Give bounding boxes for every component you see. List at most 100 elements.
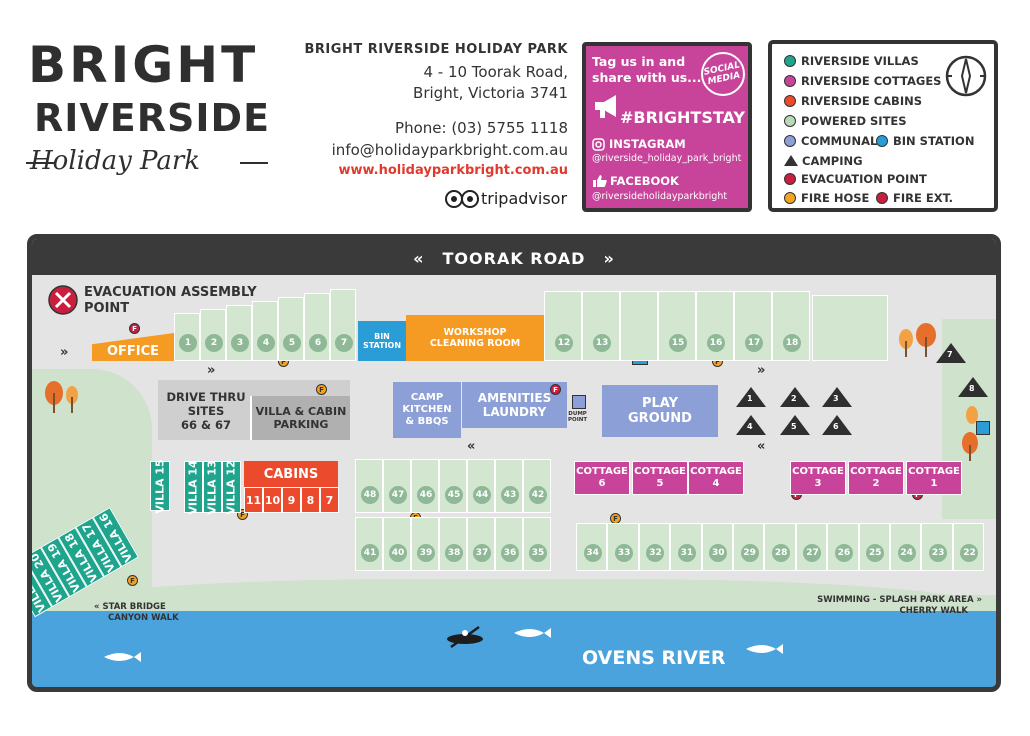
villa-15[interactable]: VILLA 15: [150, 459, 170, 513]
villa-12[interactable]: VILLA 12: [222, 460, 241, 514]
powered-site-5[interactable]: 5: [278, 297, 304, 361]
powered-site-unnumbered[interactable]: [620, 291, 658, 361]
powered-site-25[interactable]: 25: [858, 523, 890, 571]
logo-riverside: RIVERSIDE: [34, 96, 271, 140]
fire-hose-icon: F: [316, 384, 327, 395]
cabin-11[interactable]: 11: [244, 487, 263, 513]
campsite-4[interactable]: 4: [736, 415, 766, 435]
facebook-handle[interactable]: @riversideholidayparkbright: [592, 191, 728, 202]
powered-site-24[interactable]: 24: [890, 523, 922, 571]
powered-site-22[interactable]: 22: [952, 523, 985, 571]
cabins-label-block: CABINS: [244, 461, 338, 487]
tent-icon: [936, 343, 966, 363]
site-number: 37: [473, 544, 491, 562]
site-number: 45: [445, 486, 463, 504]
powered-site-30[interactable]: 30: [701, 523, 733, 571]
powered-site-29[interactable]: 29: [733, 523, 765, 571]
tree-icon: [45, 381, 78, 413]
email-address[interactable]: info@holidayparkbright.com.au: [331, 141, 568, 159]
powered-site-39[interactable]: 39: [411, 517, 439, 571]
powered-site-48[interactable]: 48: [355, 459, 383, 513]
cabin-9[interactable]: 9: [282, 487, 301, 513]
powered-site-12[interactable]: 12: [544, 291, 582, 361]
campsite-2[interactable]: 2: [780, 387, 810, 407]
cabin-7[interactable]: 7: [320, 487, 339, 513]
site-number: 44: [473, 486, 491, 504]
powered-site-41[interactable]: 41: [355, 517, 383, 571]
powered-site-47[interactable]: 47: [383, 459, 411, 513]
powered-site-28[interactable]: 28: [764, 523, 796, 571]
powered-site-7[interactable]: 7: [330, 289, 356, 361]
powered-site-13[interactable]: 13: [582, 291, 620, 361]
site-number: 39: [417, 544, 435, 562]
direction-arrow: «: [467, 439, 476, 454]
cabin-10[interactable]: 10: [263, 487, 282, 513]
powered-site-1[interactable]: 1: [174, 313, 200, 361]
powered-site-26[interactable]: 26: [827, 523, 859, 571]
campsite-3[interactable]: 3: [822, 387, 852, 407]
villa-13[interactable]: VILLA 13: [203, 460, 222, 514]
powered-site-6[interactable]: 6: [304, 293, 330, 361]
campsite-number: 1: [747, 394, 753, 403]
powered-site-37[interactable]: 37: [467, 517, 495, 571]
campsite-7[interactable]: 7: [936, 343, 966, 363]
powered-site-15[interactable]: 15: [658, 291, 696, 361]
powered-site-23[interactable]: 23: [921, 523, 953, 571]
powered-site-17[interactable]: 17: [734, 291, 772, 361]
site-number: 6: [309, 334, 327, 352]
powered-site-16[interactable]: 16: [696, 291, 734, 361]
site-number: 3: [231, 334, 249, 352]
cabin-8[interactable]: 8: [301, 487, 320, 513]
instagram-handle[interactable]: @riverside_holiday_park_bright: [592, 153, 742, 164]
fire-hose-icon: F: [237, 509, 248, 520]
powered-site-34[interactable]: 34: [576, 523, 608, 571]
powered-site-43[interactable]: 43: [495, 459, 523, 513]
powered-site-42[interactable]: 42: [523, 459, 551, 513]
tent-icon: [784, 155, 798, 166]
powered-site-31[interactable]: 31: [670, 523, 702, 571]
powered-site-33[interactable]: 33: [607, 523, 639, 571]
campsite-8[interactable]: 8: [958, 377, 988, 397]
powered-site-35[interactable]: 35: [523, 517, 551, 571]
powered-site-27[interactable]: 27: [795, 523, 828, 571]
powered-site-32[interactable]: 32: [638, 523, 671, 571]
website-link[interactable]: www.holidayparkbright.com.au: [338, 163, 568, 178]
powered-site-18[interactable]: 18: [772, 291, 810, 361]
villa-14[interactable]: VILLA 14: [184, 460, 203, 514]
compass-icon: [945, 55, 987, 97]
site-number: 17: [745, 334, 763, 352]
powered-site-45[interactable]: 45: [439, 459, 467, 513]
powered-site-3[interactable]: 3: [226, 305, 252, 361]
campsite-1[interactable]: 1: [736, 387, 766, 407]
direction-arrow: »: [757, 363, 766, 378]
powered-site-40[interactable]: 40: [383, 517, 411, 571]
site-number: 27: [803, 544, 822, 562]
powered-site-2[interactable]: 2: [200, 309, 226, 361]
powered-site-36[interactable]: 36: [495, 517, 523, 571]
powered-site-46[interactable]: 46: [411, 459, 439, 513]
powered-site-44[interactable]: 44: [467, 459, 495, 513]
legend-box: RIVERSIDE VILLAS RIVERSIDE COTTAGES RIVE…: [768, 40, 998, 212]
owl-icon: [445, 190, 479, 208]
social-tagline-1: Tag us in and: [592, 54, 686, 69]
campsite-5[interactable]: 5: [780, 415, 810, 435]
powered-site-4[interactable]: 4: [252, 301, 278, 361]
powered-site-38[interactable]: 38: [439, 517, 467, 571]
hashtag: #BRIGHTSTAY: [620, 108, 745, 127]
campsite-6[interactable]: 6: [822, 415, 852, 435]
bin-square-icon: [976, 421, 990, 435]
tripadvisor-logo[interactable]: tripadvisor: [445, 188, 567, 210]
campsite-number: 6: [833, 422, 839, 431]
